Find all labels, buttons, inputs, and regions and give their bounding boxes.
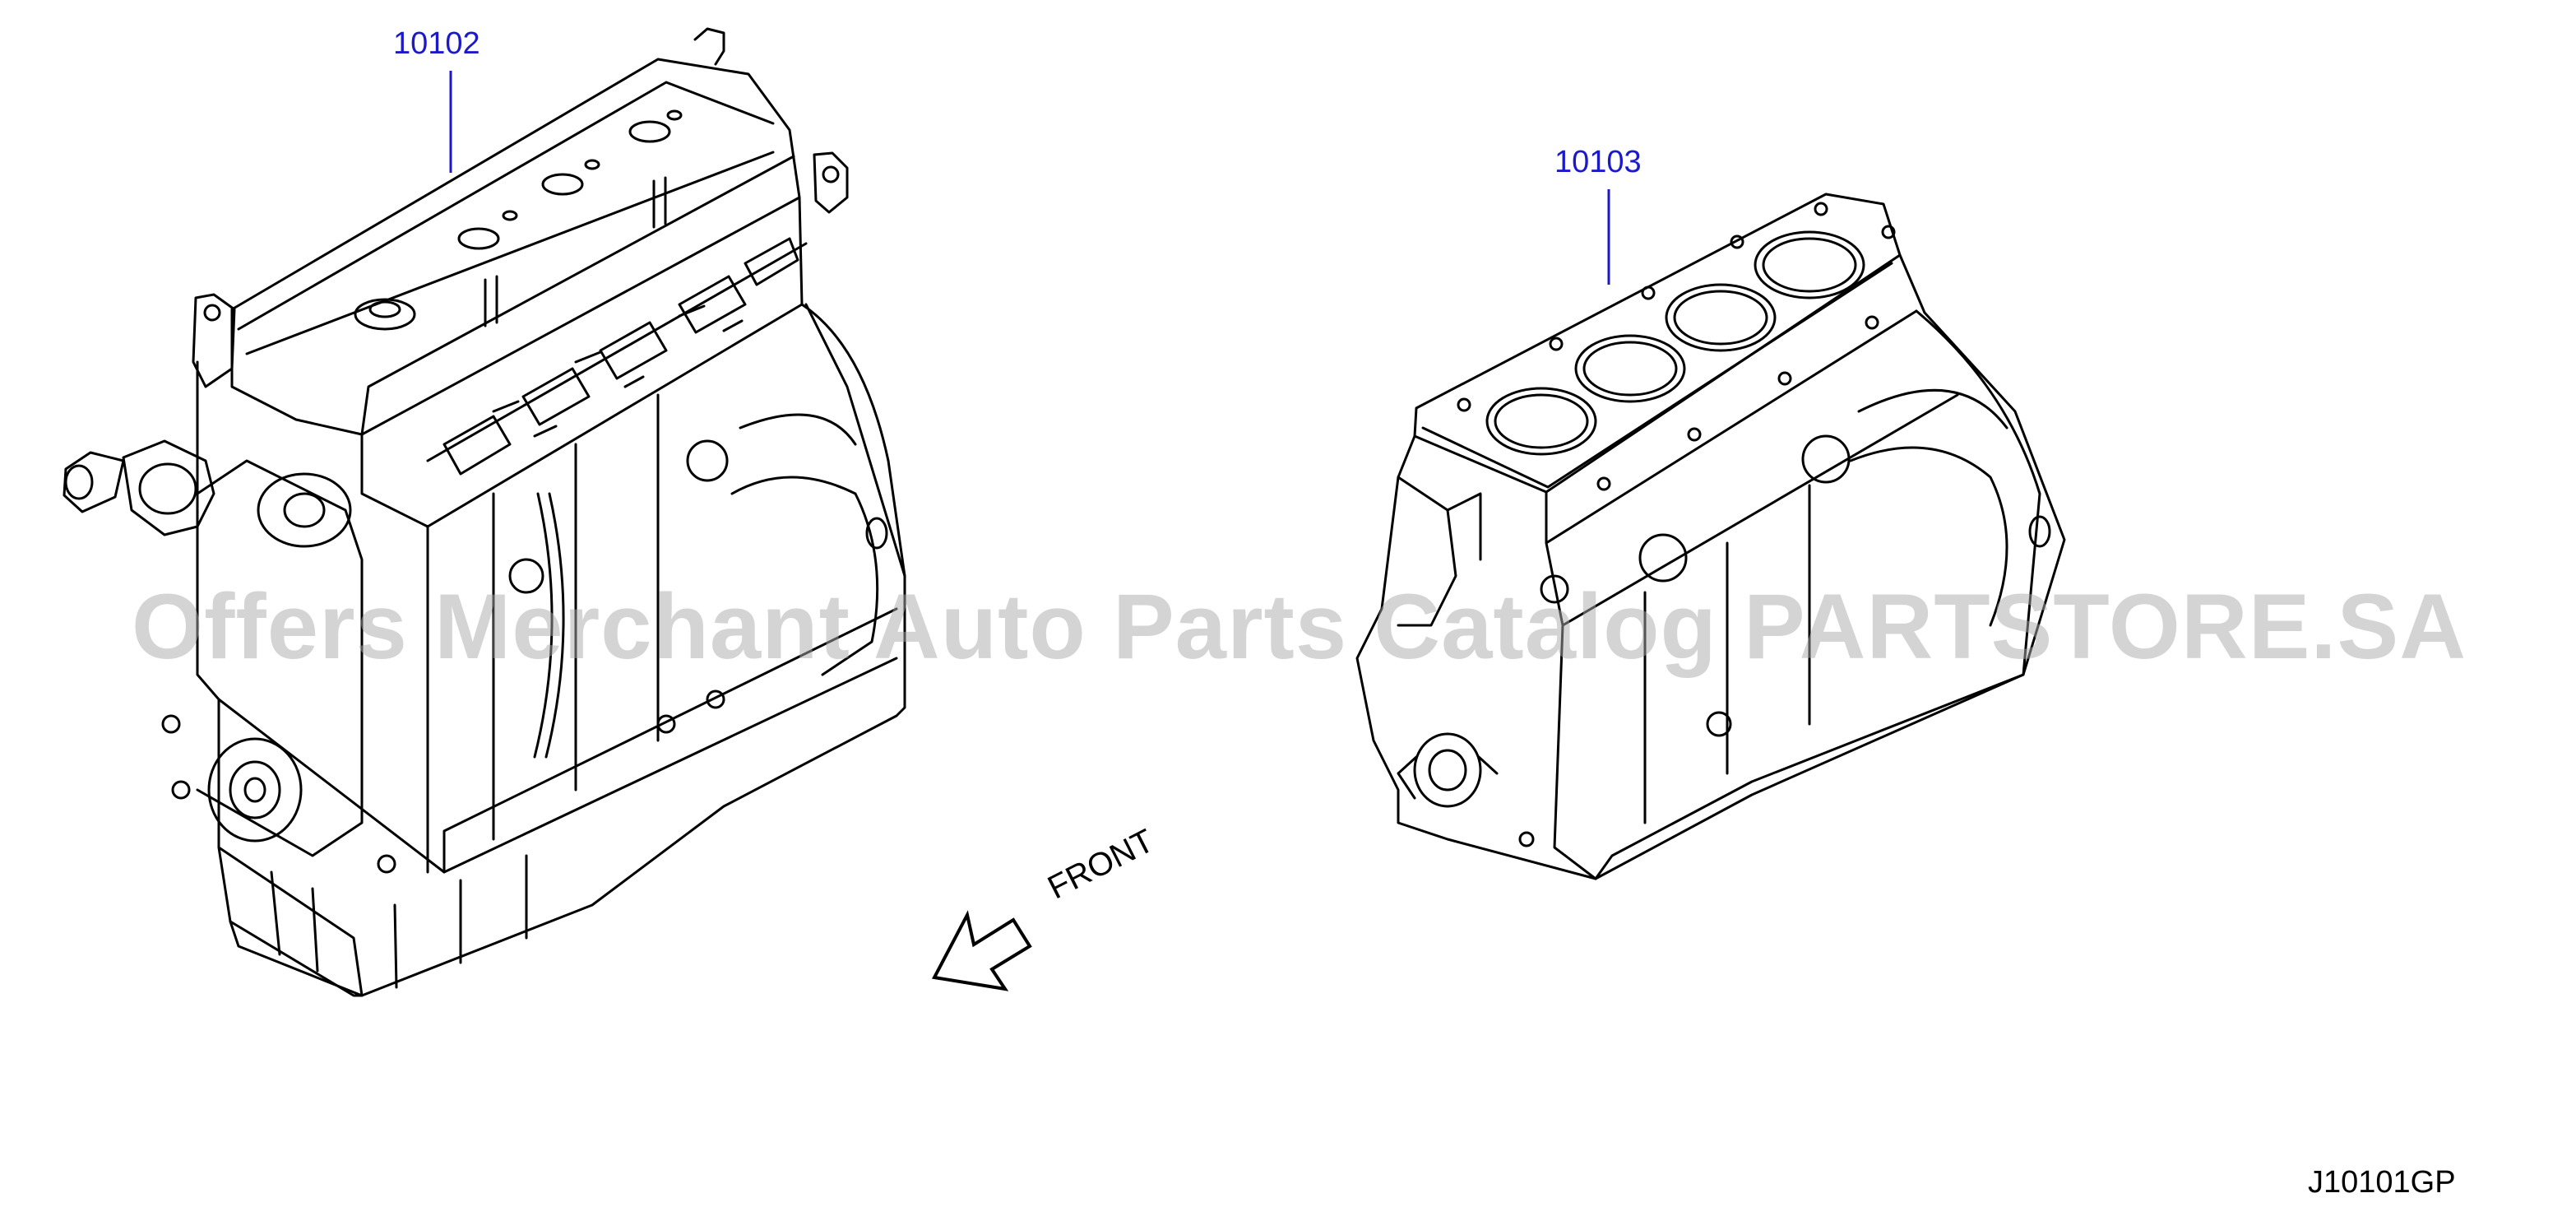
engine-assembly-drawing[interactable] <box>63 27 906 997</box>
front-arrow-icon <box>931 910 1032 991</box>
figure-code: J10101GP <box>2308 1165 2456 1200</box>
short-block-drawing[interactable] <box>1355 193 2066 880</box>
part-callout-10102[interactable]: 10102 <box>393 26 480 61</box>
part-callout-10103[interactable]: 10103 <box>1554 145 1642 179</box>
